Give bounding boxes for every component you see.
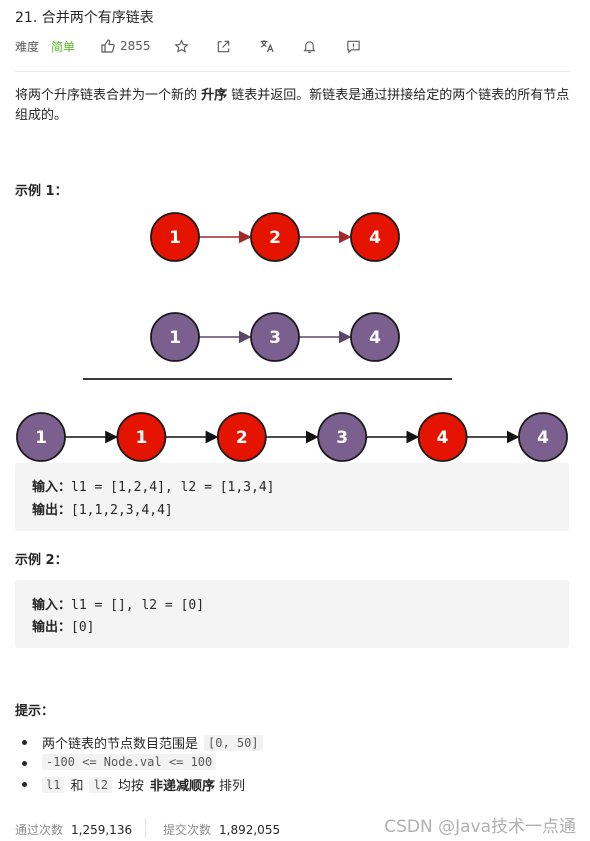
list1-node-label: 2: [269, 228, 281, 248]
problem-meta-bar: 难度 简单 2855: [15, 37, 363, 55]
hint-text: 两个链表的节点数目范围是: [42, 737, 199, 752]
thumbs-up-icon: [99, 37, 117, 55]
submitted-label: 提交次数: [163, 823, 212, 837]
list1-node-label: 4: [369, 228, 381, 248]
star-icon[interactable]: [173, 37, 191, 55]
merged-node: [317, 412, 368, 462]
input-label: 输入：: [32, 480, 72, 495]
input-value: l1 = [1,2,4], l2 = [1,3,4]: [71, 480, 275, 495]
hint-code: l1: [42, 776, 65, 793]
accepted-stat: 通过次数 1,259,136: [15, 821, 132, 838]
submitted-count: 1,892,055: [219, 823, 281, 837]
output-value: [0]: [71, 620, 95, 635]
merged-node-label: 1: [35, 428, 47, 448]
example-1-heading: 示例 1：: [15, 184, 68, 199]
like-button[interactable]: 2855: [99, 37, 151, 55]
list2-node-label: 1: [169, 328, 181, 348]
list2-node: [150, 312, 200, 362]
description-text-2: 链表并返回。新链表是通过拼接给定的两个链表的所有节点组成的。: [15, 88, 570, 123]
hint-item-1: 两个链表的节点数目范围是 [0, 50]: [22, 733, 263, 752]
merged-node: [216, 412, 267, 462]
hint-text: 排列: [218, 779, 245, 794]
list1-node-label: 1: [169, 228, 181, 248]
footer-divider: [145, 818, 146, 838]
merged-node-label: 4: [537, 428, 549, 448]
output-label: 输出：: [32, 503, 72, 518]
hints-heading: 提示：: [15, 704, 55, 719]
like-count: 2855: [120, 39, 151, 53]
linked-list-diagram: 1 2 4 1 3 4 1 1 2 3 4 4: [16, 212, 568, 462]
feedback-icon[interactable]: [345, 37, 363, 55]
translate-icon[interactable]: [258, 37, 276, 55]
example-2-heading: 示例 2：: [15, 553, 68, 568]
hint-text: 均按: [117, 779, 144, 794]
input-label: 输入：: [32, 598, 72, 613]
merged-node-label: 1: [135, 428, 147, 448]
merged-node: [16, 412, 66, 462]
watermark: CSDN @Java技术一点通: [384, 817, 576, 837]
list2-node: [350, 312, 400, 362]
hint-bold: 非递减顺序: [149, 779, 215, 794]
input-value: l1 = [], l2 = [0]: [71, 598, 205, 613]
difficulty-label: 难度: [15, 39, 40, 54]
accepted-label: 通过次数: [15, 823, 64, 837]
description-text: 将两个升序链表合并为一个新的: [15, 88, 202, 103]
hint-code: [0, 50]: [204, 734, 263, 751]
example-1-input: 输入：l1 = [1,2,4], l2 = [1,3,4]: [32, 476, 275, 495]
hint-code: -100 <= Node.val <= 100: [42, 754, 217, 770]
example-2-code-block: 输入：l1 = [], l2 = [0] 输出：[0]: [15, 580, 569, 648]
difficulty-badge: 简单: [51, 39, 76, 54]
list2-node-label: 4: [369, 328, 381, 348]
hint-item-2: -100 <= Node.val <= 100: [21, 754, 217, 770]
output-label: 输出：: [32, 620, 72, 635]
output-value: [1,1,2,3,4,4]: [71, 503, 173, 518]
example-1-output: 输出：[1,1,2,3,4,4]: [32, 499, 173, 518]
list2-node: [250, 312, 300, 362]
bell-icon[interactable]: [301, 37, 319, 55]
list1-node: [250, 212, 300, 262]
merged-node: [518, 412, 568, 462]
example-1-code-block: 输入：l1 = [1,2,4], l2 = [1,3,4] 输出：[1,1,2,…: [15, 463, 569, 531]
accepted-count: 1,259,136: [71, 823, 133, 837]
merged-node: [116, 412, 167, 462]
hint-item-3: l1 和 l2 均按 非递减顺序 排列: [22, 775, 245, 794]
share-icon[interactable]: [215, 37, 233, 55]
merged-node: [417, 412, 468, 462]
problem-title: 21. 合并两个有序链表: [15, 10, 154, 26]
problem-description: 将两个升序链表合并为一个新的 升序 链表并返回。新链表是通过拼接给定的两个链表的…: [15, 86, 575, 126]
example-2-input: 输入：l1 = [], l2 = [0]: [32, 594, 204, 613]
example-2-output: 输出：[0]: [32, 616, 95, 635]
list2-node-label: 3: [269, 328, 281, 348]
submitted-stat: 提交次数 1,892,055: [163, 821, 280, 838]
list1-node: [350, 212, 400, 262]
merged-node-label: 2: [236, 428, 248, 448]
hint-code: l2: [89, 776, 112, 793]
header-divider: [15, 71, 570, 72]
hint-text: 和: [70, 779, 84, 794]
description-bold: 升序: [201, 88, 228, 103]
merged-node-label: 3: [336, 428, 348, 448]
list1-node: [150, 212, 200, 262]
merged-node-label: 4: [437, 428, 449, 448]
